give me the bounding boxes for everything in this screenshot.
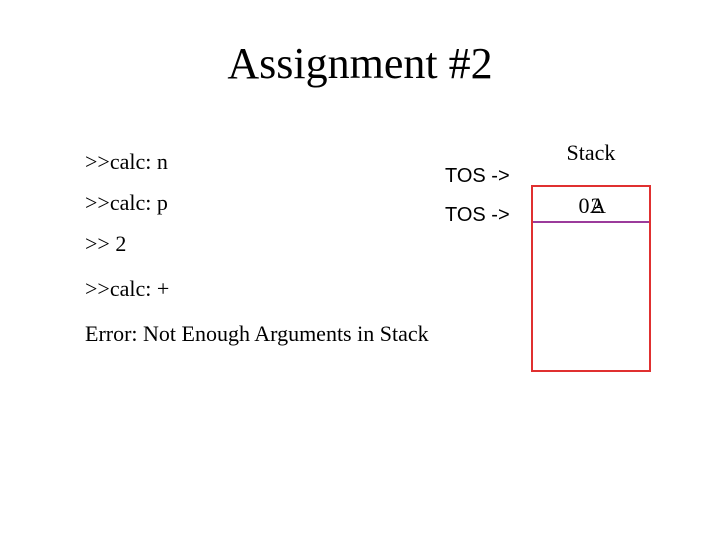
tos-pointer-label-second: TOS -> bbox=[445, 204, 510, 226]
stack-box: 0 2 A bbox=[531, 185, 651, 372]
console-line-error: Error: Not Enough Arguments in Stack bbox=[85, 321, 429, 346]
stack-top-cell: 0 2 A bbox=[533, 187, 649, 223]
stack-value-back: 0 bbox=[578, 193, 590, 218]
console-line-output: >> 2 bbox=[85, 231, 127, 256]
console-line-calc-n: >>calc: n bbox=[85, 149, 168, 174]
tos-pointer-label: TOS -> bbox=[445, 165, 510, 187]
stack-value-overlay: A bbox=[590, 193, 606, 218]
console-line-calc-plus: >>calc: + bbox=[85, 276, 170, 301]
console-line-calc-p: >>calc: p bbox=[85, 190, 168, 215]
stack-value-front: 2 bbox=[590, 193, 602, 218]
slide-title: Assignment #2 bbox=[227, 39, 493, 88]
stack-title: Stack bbox=[566, 140, 616, 165]
